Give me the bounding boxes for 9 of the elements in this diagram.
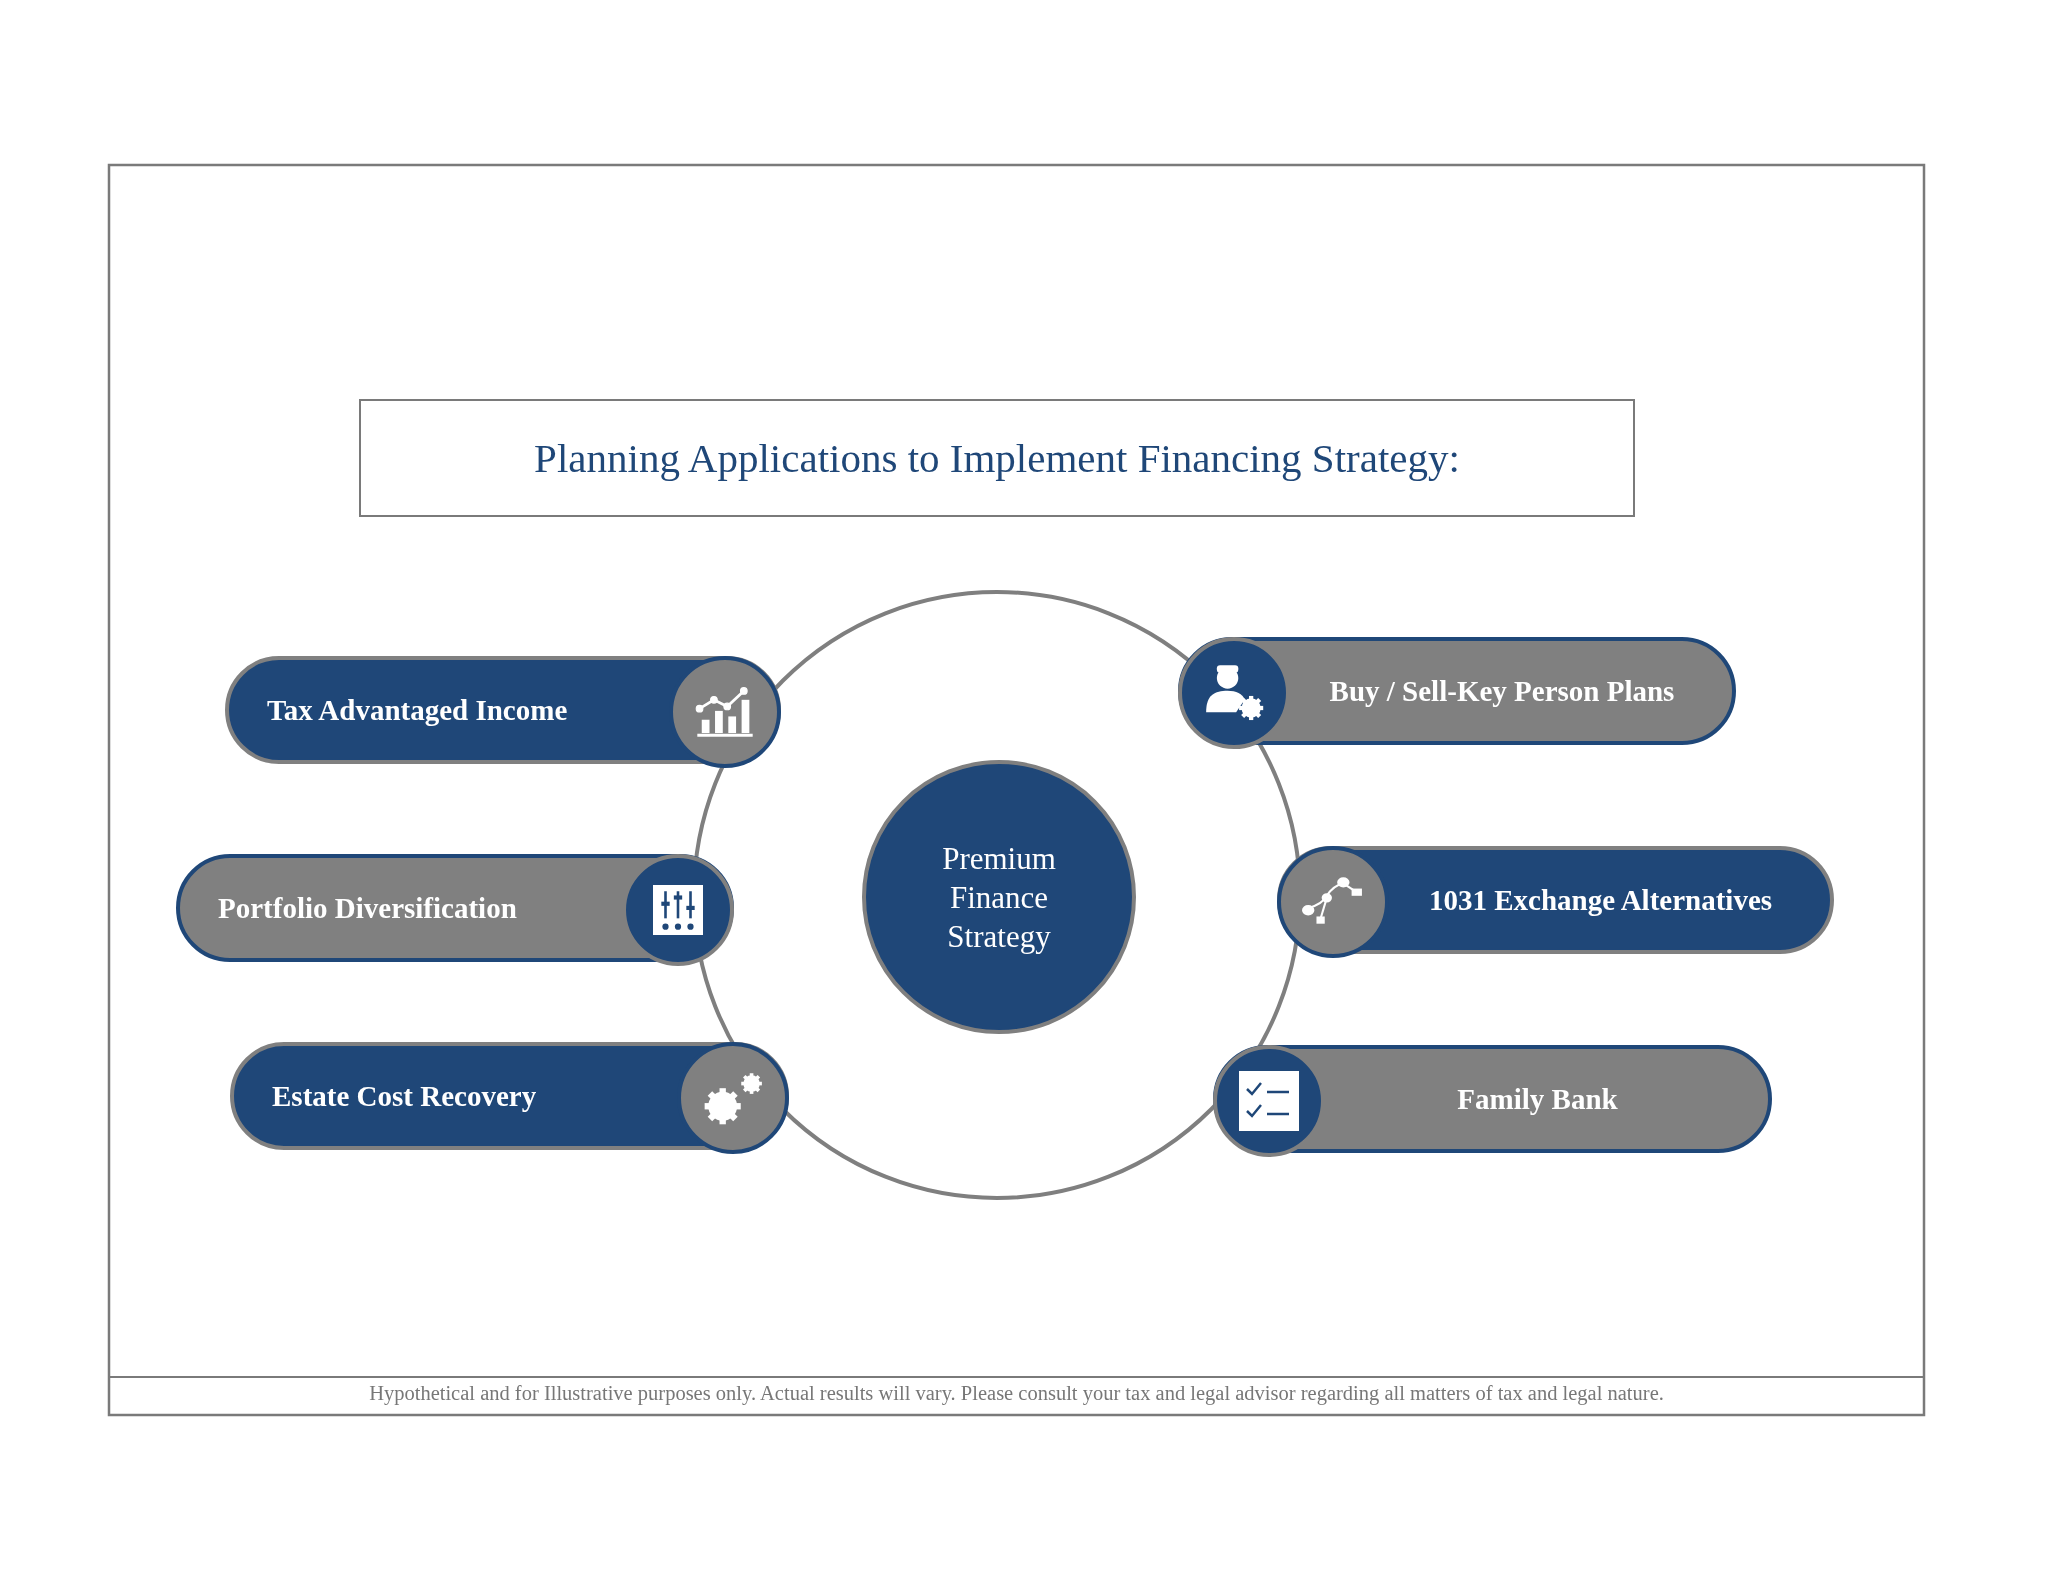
pill-label: Estate Cost Recovery xyxy=(272,1079,537,1113)
center-label: Premium Finance Strategy xyxy=(941,839,1057,956)
pill-label: Tax Advantaged Income xyxy=(267,693,568,727)
disclaimer-note: Hypothetical and for Illustrative purposes only. Actual results will vary. Please consult your tax and legal advisor regarding all matters of tax and legal nature. xyxy=(368,1382,1665,1405)
pill-label: 1031 Exchange Alternatives xyxy=(1428,883,1773,917)
title: Planning Applications to Implement Financing Strategy: xyxy=(534,434,1460,482)
pill-label: Portfolio Diversification xyxy=(218,891,517,925)
pill-label: Family Bank xyxy=(1457,1082,1618,1116)
pill-label: Buy / Sell-Key Person Plans xyxy=(1329,674,1675,708)
